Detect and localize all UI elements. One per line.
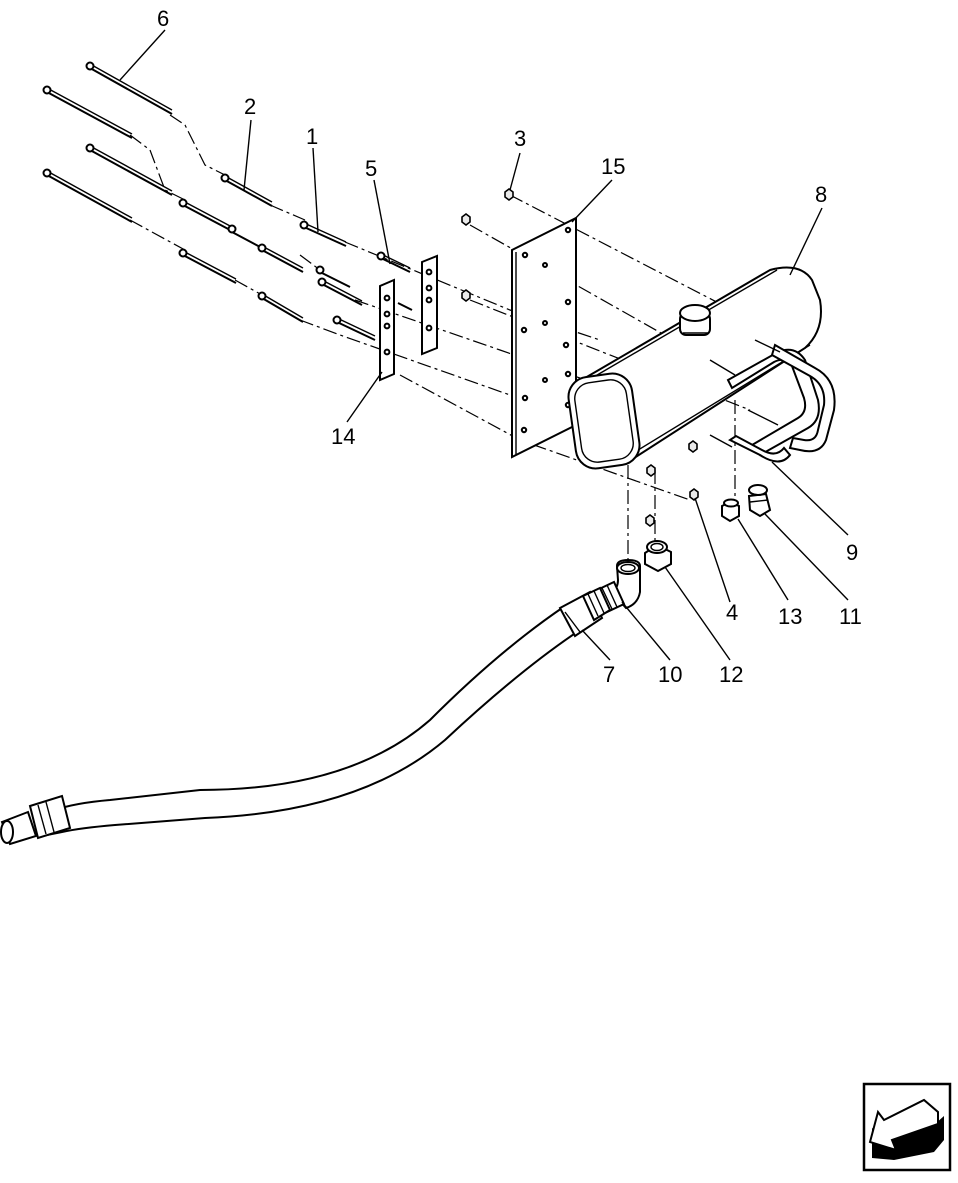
mounting-plate — [511, 216, 577, 459]
rod — [85, 143, 173, 196]
rod-1-group — [299, 220, 376, 341]
callout-1: 1 — [306, 124, 318, 149]
callout-3: 3 — [514, 126, 526, 151]
callout-13: 13 — [778, 604, 802, 629]
nut-3-group — [461, 188, 514, 302]
callout-5: 5 — [365, 156, 377, 181]
callout-11: 11 — [839, 604, 862, 629]
callout-9: 9 — [846, 540, 858, 565]
spacer-plate-rear — [421, 254, 438, 356]
callout-10: 10 — [658, 662, 682, 687]
hydraulic-hose — [0, 586, 612, 846]
callout-4: 4 — [726, 600, 738, 625]
rod-6-group — [42, 61, 173, 223]
hydraulic-tank — [567, 266, 822, 470]
arrow-orientation-icon — [862, 1082, 952, 1172]
callout-14: 14 — [331, 424, 355, 449]
callout-2: 2 — [244, 94, 256, 119]
tank-straps — [709, 339, 836, 463]
callouts: 6 2 1 5 3 15 8 14 9 4 13 11 7 10 12 — [157, 6, 862, 687]
callout-8: 8 — [815, 182, 827, 207]
callout-15: 15 — [601, 154, 625, 179]
leader-lines — [119, 29, 849, 661]
callout-7: 7 — [603, 662, 615, 687]
fitting-13 — [721, 498, 740, 523]
callout-6: 6 — [157, 6, 169, 31]
fitting-12 — [644, 540, 672, 573]
rod — [42, 85, 133, 139]
rod — [42, 168, 133, 223]
callout-12: 12 — [719, 662, 743, 687]
spacer-plate-front — [379, 278, 395, 382]
nut-4-group — [645, 440, 699, 527]
bolt-5-group — [376, 251, 413, 311]
rod — [85, 61, 173, 115]
rod-2-group — [178, 173, 304, 323]
fitting-11 — [747, 484, 772, 518]
